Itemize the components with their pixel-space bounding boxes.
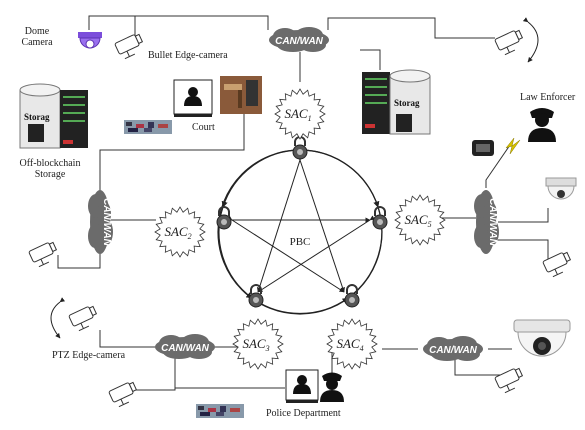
police-department-icon bbox=[285, 369, 344, 403]
court-label: Court bbox=[192, 122, 215, 133]
ptz-camera-icon bbox=[68, 304, 101, 333]
bullet-camera-icon-bottom-left bbox=[108, 380, 141, 409]
dome-camera-icon-right bbox=[545, 177, 577, 200]
sac-starburst-shape bbox=[232, 318, 284, 370]
off-blockchain-storage-label: Off-blockchain Storage bbox=[19, 158, 81, 180]
cloud-bottom-right: CAN/WAN bbox=[423, 336, 483, 361]
device-icon bbox=[472, 140, 494, 156]
sac-node-3: SAC3 bbox=[232, 318, 284, 370]
cloud-left-label: CAN/WAN bbox=[101, 198, 112, 247]
sac-starburst-shape bbox=[154, 206, 206, 258]
lock-icon-sac4 bbox=[344, 284, 360, 308]
rotate-arrow-icon-ptz bbox=[50, 297, 66, 339]
lock-icon-sac3 bbox=[248, 284, 264, 308]
bullet-camera-icon-left bbox=[28, 240, 61, 269]
bullet-camera-icon-top-right bbox=[494, 28, 527, 57]
storage-label-left: Storag bbox=[24, 112, 50, 122]
court-icon bbox=[173, 76, 262, 117]
storage-label-right: Storag bbox=[394, 98, 420, 108]
police-department-label: Police Department bbox=[266, 408, 341, 419]
dome-camera-label: Dome Camera bbox=[21, 26, 53, 48]
ptz-edge-camera-label: PTZ Edge-camera bbox=[52, 350, 126, 361]
sac-node-2: SAC2 bbox=[154, 206, 206, 258]
cloud-top: CAN/WAN bbox=[269, 27, 329, 52]
lock-icon-sac5 bbox=[372, 206, 388, 230]
law-enforcer-label: Law Enforcer bbox=[520, 92, 576, 103]
lock-icon-sac2 bbox=[216, 206, 232, 230]
sac-label-4: SAC4 bbox=[336, 336, 363, 353]
cloud-bottom-left-label: CAN/WAN bbox=[161, 343, 210, 354]
cloud-right: CAN/WAN bbox=[474, 190, 499, 254]
storage-server-icon-left: Storag bbox=[19, 83, 88, 149]
signal-bolt-icon bbox=[505, 137, 521, 155]
rotate-arrow-icon-top-right bbox=[522, 17, 539, 63]
cloud-top-label: CAN/WAN bbox=[275, 36, 324, 47]
bullet-camera-icon-bottom-right bbox=[494, 366, 527, 395]
cloud-bottom-left: CAN/WAN bbox=[155, 334, 215, 359]
bullet-camera-icon-right bbox=[542, 250, 575, 279]
dome-camera-icon bbox=[78, 32, 102, 49]
sac-node-4: SAC4 bbox=[326, 318, 378, 370]
sac-label-1: SAC1 bbox=[284, 106, 311, 123]
sac-starburst-shape bbox=[394, 194, 446, 246]
sac-label-2: SAC2 bbox=[164, 224, 191, 241]
storage-server-icon-right: Storag bbox=[362, 69, 431, 135]
cloud-right-label: CAN/WAN bbox=[487, 198, 498, 247]
lock-icon-sac1 bbox=[292, 136, 308, 160]
sac-label-3: SAC3 bbox=[242, 336, 269, 353]
sac-node-5: SAC5 bbox=[394, 194, 446, 246]
qr-code-icon-court bbox=[124, 120, 172, 134]
cloud-left: CAN/WAN bbox=[88, 190, 113, 254]
sac-node-1: SAC1 bbox=[274, 88, 326, 140]
pbc-label: PBC bbox=[290, 236, 311, 248]
cloud-bottom-right-label: CAN/WAN bbox=[429, 345, 478, 356]
bullet-camera-icon-top bbox=[114, 32, 147, 61]
sac-label-5: SAC5 bbox=[404, 212, 431, 229]
law-enforcer-icon bbox=[528, 108, 556, 142]
bullet-edge-camera-label: Bullet Edge-camera bbox=[148, 50, 228, 61]
large-dome-camera-icon bbox=[513, 319, 571, 357]
sac-starburst-shape bbox=[326, 318, 378, 370]
qr-code-icon-police bbox=[196, 404, 244, 418]
sac-starburst-shape bbox=[274, 88, 326, 140]
